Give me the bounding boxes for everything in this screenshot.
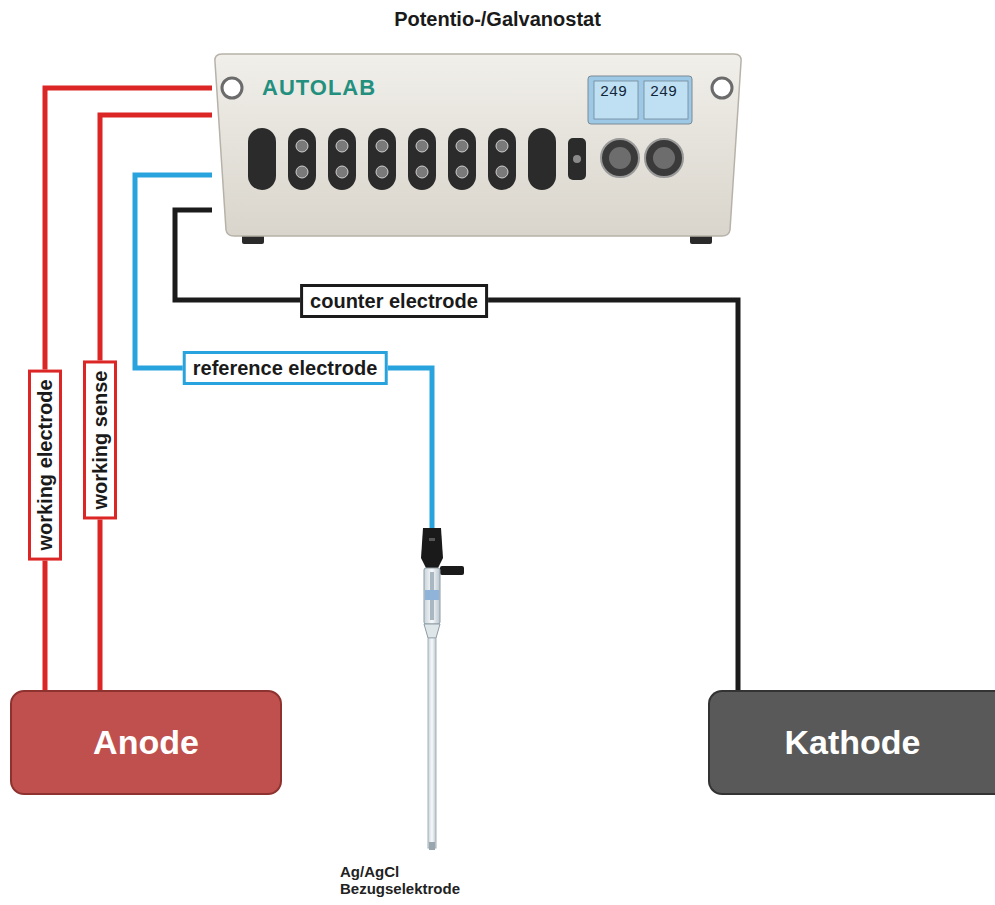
electrode-shaft [428, 638, 436, 848]
round-connector-pins [609, 147, 631, 169]
device-node: AUTOLAB [212, 50, 744, 248]
connector-socket [448, 128, 476, 190]
electrode-tip [429, 842, 435, 850]
small-socket [568, 138, 586, 180]
reference-electrode-node: Ag/AgCl Bezugselektrode [332, 528, 532, 900]
fill-port [440, 566, 464, 575]
connector-row [248, 128, 683, 190]
bnc-jack [336, 140, 348, 152]
connector-socket [248, 128, 276, 190]
display-reading: 249 [600, 84, 627, 102]
connector-socket [488, 128, 516, 190]
anode-box: Anode [10, 690, 282, 795]
electrode-name: Anode [93, 723, 199, 762]
small-jack [573, 155, 581, 163]
electrode-cap [421, 528, 443, 568]
lcd-display [588, 76, 692, 124]
lcd-panel [644, 81, 688, 119]
potentiostat-device [215, 54, 741, 244]
bnc-jack [456, 166, 468, 178]
connector-socket [288, 128, 316, 190]
electrode-cable [175, 210, 738, 690]
electrode-body [424, 568, 440, 624]
round-connector [601, 139, 639, 177]
bnc-jack [296, 166, 308, 178]
status-light [222, 78, 242, 98]
electrode-sticker [425, 590, 439, 600]
electrode-name: Kathode [785, 723, 921, 762]
connector-socket [408, 128, 436, 190]
cable-label: working electrode [28, 369, 62, 560]
round-connector-pins [653, 147, 675, 169]
bnc-jack [376, 140, 388, 152]
cathode-box: Kathode [708, 690, 995, 795]
bnc-jack [496, 140, 508, 152]
bnc-jack [456, 140, 468, 152]
electrode-cable [45, 88, 212, 690]
display-reading: 249 [650, 84, 677, 102]
electrode-taper [424, 624, 440, 638]
bnc-jack [336, 166, 348, 178]
connector-socket [528, 128, 556, 190]
bnc-jack [416, 140, 428, 152]
bnc-jack [416, 166, 428, 178]
diagram-title: Potentio-/Galvanostat [0, 8, 995, 31]
connector-socket [368, 128, 396, 190]
device-body [215, 54, 741, 236]
cable-label: working sense [83, 361, 117, 520]
electrode-caption: Ag/AgCl Bezugselektrode [340, 863, 460, 897]
reference-electrode-figure [421, 528, 464, 850]
lcd-panel [594, 81, 638, 119]
bnc-jack [376, 166, 388, 178]
cable-label: reference electrode [183, 351, 388, 385]
round-connector [645, 139, 683, 177]
bnc-jack [496, 166, 508, 178]
brand-text: AUTOLAB [262, 75, 376, 101]
connector-socket [328, 128, 356, 190]
electrode-cable [135, 175, 432, 528]
status-light [712, 78, 732, 98]
cable-label: counter electrode [300, 284, 488, 318]
bnc-jack [296, 140, 308, 152]
cap-mark [429, 538, 435, 541]
